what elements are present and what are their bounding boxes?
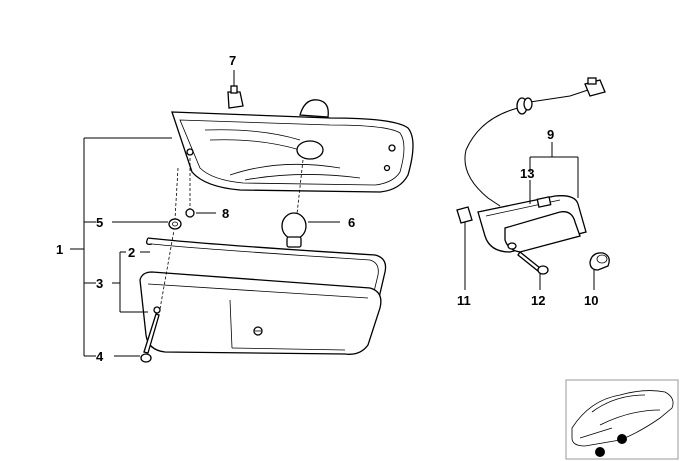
callout-11: 11 — [457, 293, 471, 308]
lens-part-3 — [139, 229, 382, 355]
callout-1: 1 — [56, 242, 63, 257]
callout-3: 3 — [96, 276, 103, 291]
left-bracket — [70, 137, 172, 357]
connector-part-7 — [227, 85, 244, 109]
license-light-assembly — [456, 77, 610, 275]
screw-part-4 — [140, 313, 160, 363]
screw-part-8 — [185, 158, 195, 218]
callout-12: 12 — [531, 293, 545, 308]
car-location-thumbnail — [565, 379, 679, 460]
callout-9: 9 — [547, 127, 554, 142]
nut-part-5 — [168, 167, 182, 230]
callout-2: 2 — [128, 245, 135, 260]
right-leaders — [464, 142, 595, 290]
callout-10: 10 — [584, 293, 598, 308]
callout-13: 13 — [520, 166, 534, 181]
callout-5: 5 — [96, 215, 103, 230]
callout-6: 6 — [348, 215, 355, 230]
callout-8: 8 — [222, 206, 229, 221]
callout-7: 7 — [229, 53, 236, 68]
reflector-housing — [171, 99, 414, 193]
callout-4: 4 — [96, 349, 104, 364]
bulb-part-6 — [281, 159, 307, 248]
